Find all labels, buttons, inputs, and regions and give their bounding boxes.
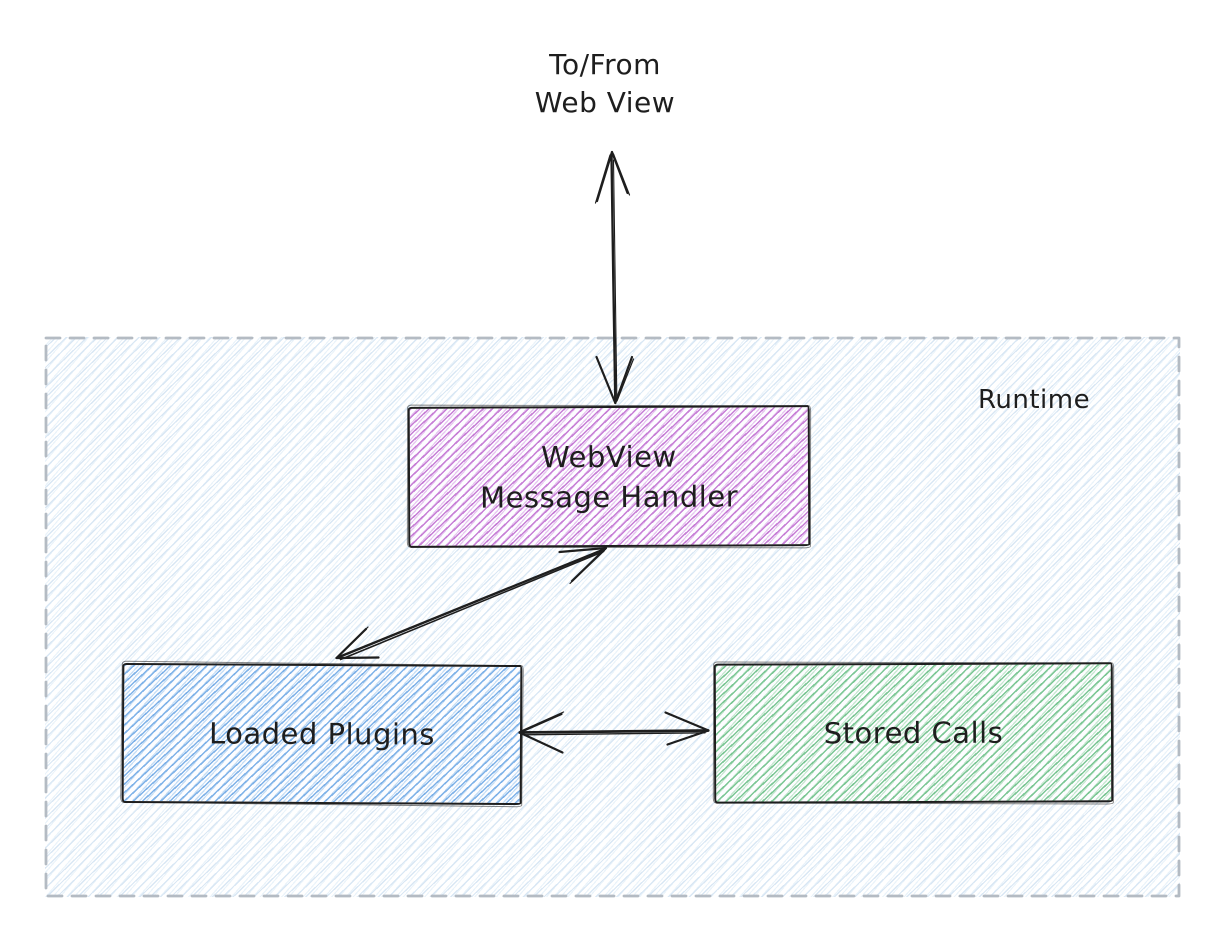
node-loaded-plugins-label: Loaded Plugins: [208, 716, 436, 752]
webview-external-label-line1: To/From: [549, 48, 661, 81]
node-webview-message-handler: WebView Message Handler: [407, 405, 811, 548]
node-stored-calls-label: Stored Calls: [823, 715, 1004, 751]
node-loaded-plugins: Loaded Plugins: [121, 662, 523, 806]
node-stored-calls: Stored Calls: [713, 662, 1114, 804]
node-webview-message-handler-line1: WebView: [541, 439, 677, 474]
webview-external-label: To/From Web View: [455, 46, 755, 122]
webview-external-label-line2: Web View: [534, 86, 676, 119]
node-webview-message-handler-line2: Message Handler: [479, 478, 739, 515]
runtime-label: Runtime: [978, 385, 1091, 415]
